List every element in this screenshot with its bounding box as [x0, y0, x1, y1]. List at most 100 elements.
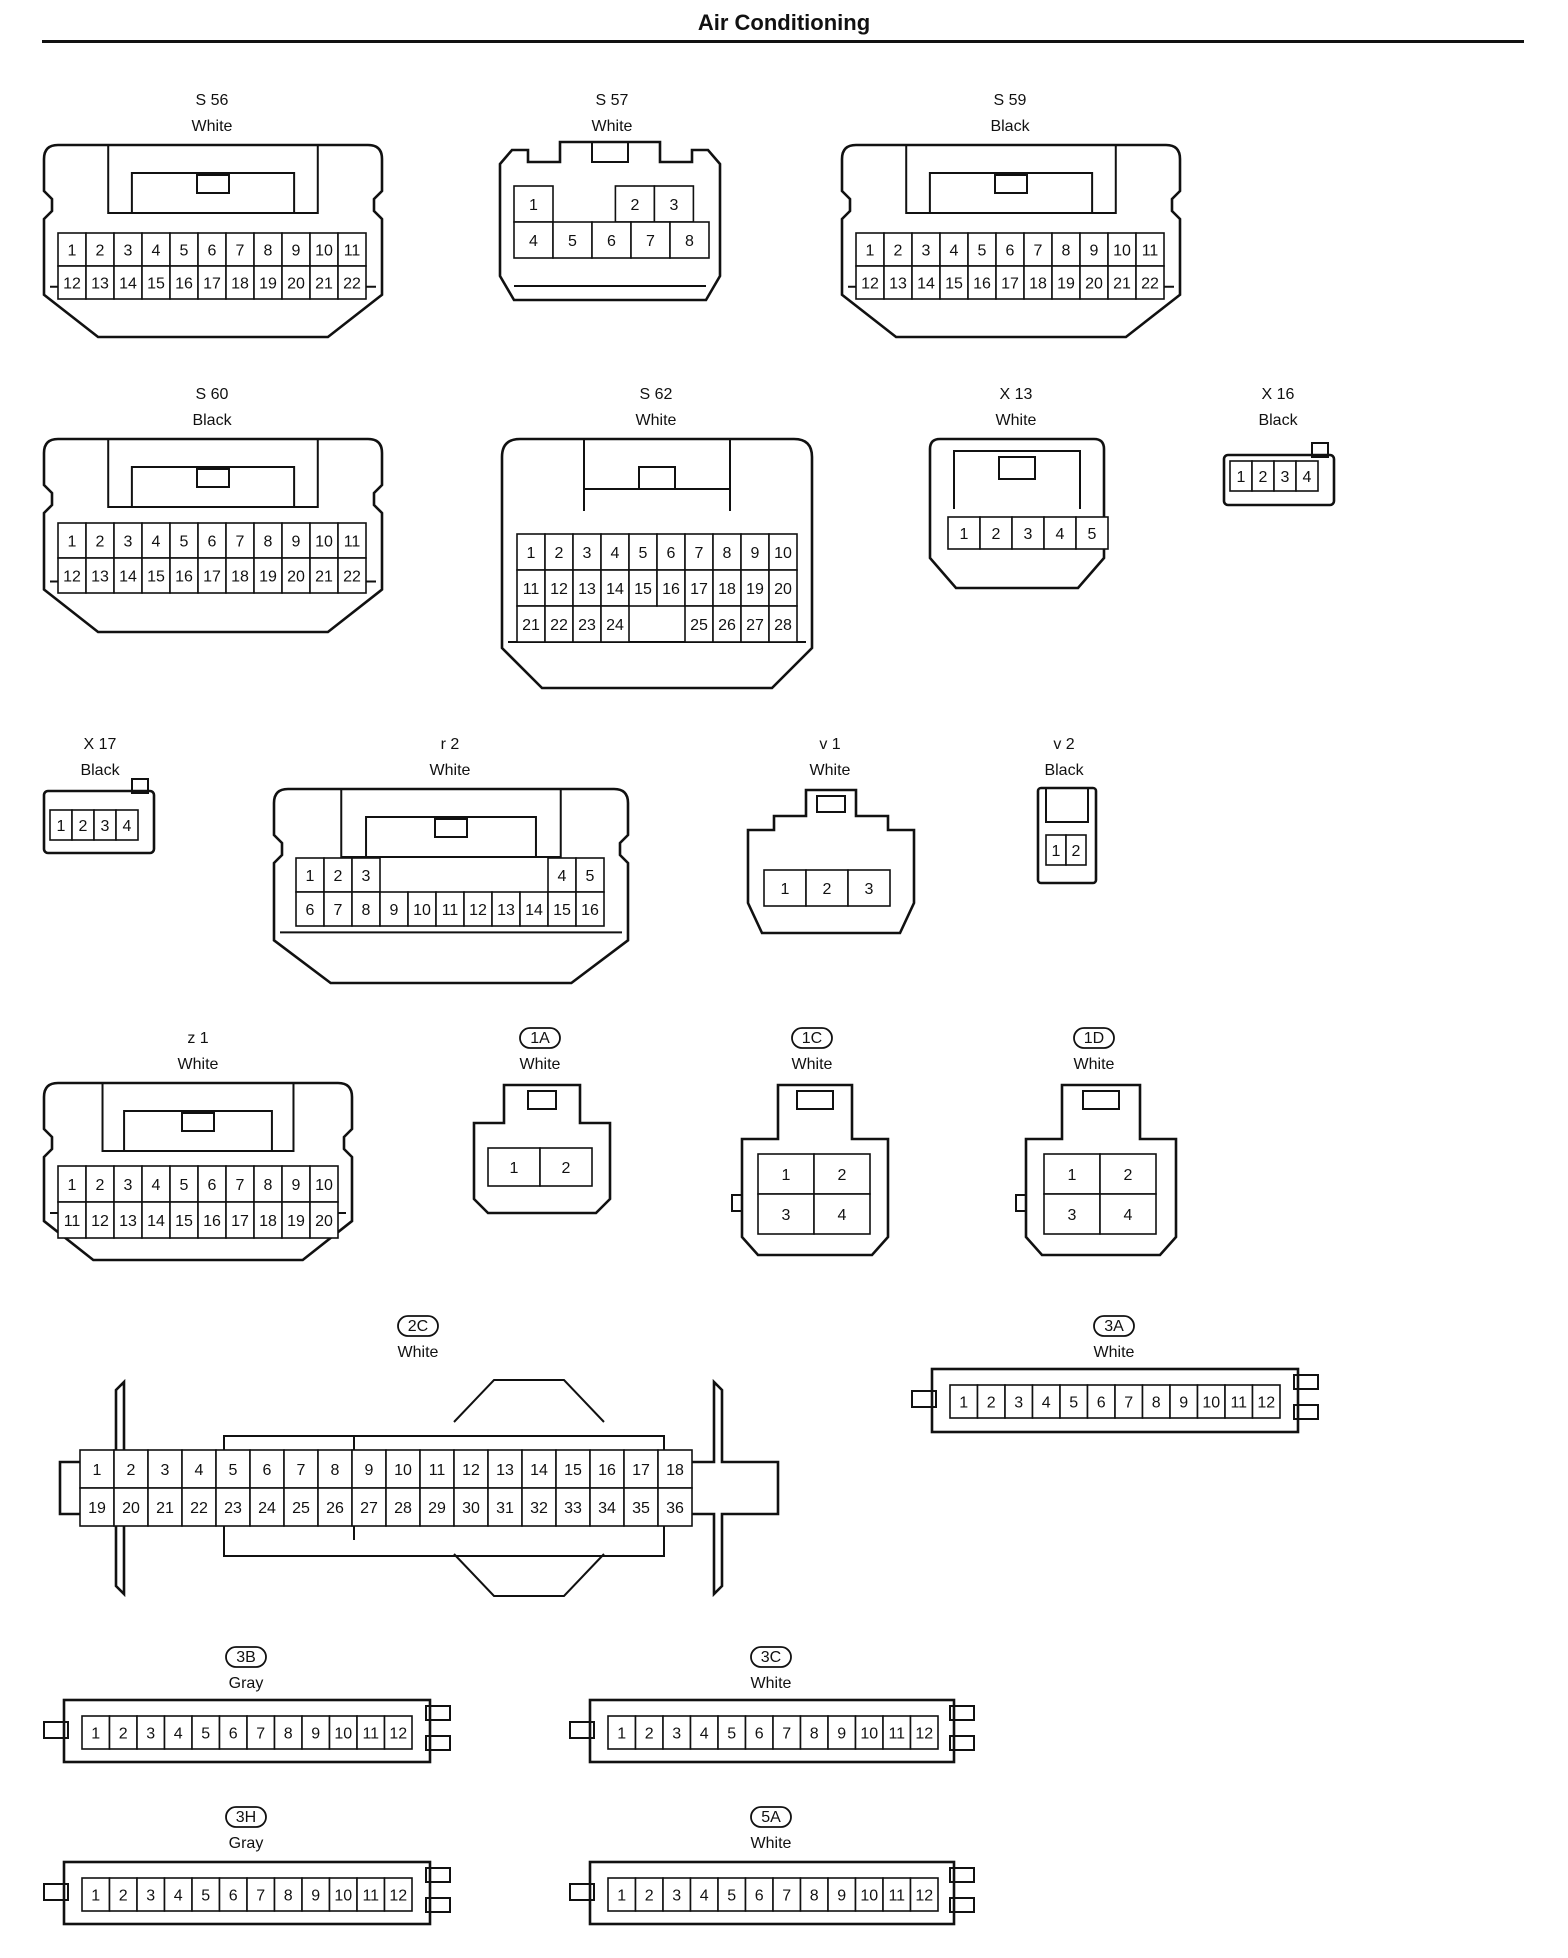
- pin-cell: [847, 869, 891, 907]
- housing-lock-tab: [130, 466, 296, 507]
- pin-cell: [85, 265, 115, 300]
- pin-number: 10: [1113, 243, 1131, 260]
- pin-cell: [684, 569, 714, 607]
- pin-cell: [113, 232, 143, 267]
- pin-number: 6: [263, 1462, 272, 1479]
- pin-number: 4: [529, 233, 538, 250]
- pin-number: 5: [568, 233, 577, 250]
- pin-cell: [273, 1877, 303, 1912]
- pin-number: 15: [553, 902, 571, 919]
- connector-id: X 17: [84, 736, 117, 753]
- pin-number: 15: [175, 1213, 193, 1230]
- pin-cell: [1114, 1384, 1144, 1419]
- pin-number: 19: [88, 1500, 106, 1517]
- pin-number: 10: [774, 545, 792, 562]
- connector-id-badge: [519, 1027, 561, 1049]
- pin-number: 15: [634, 581, 652, 598]
- pin-number: 16: [662, 581, 680, 598]
- pin-cell: [653, 185, 695, 223]
- housing-lock-catch: [131, 778, 149, 794]
- pin-number: 1: [1052, 843, 1061, 860]
- pin-number: 7: [1034, 243, 1043, 260]
- connector-color: White: [398, 1344, 439, 1361]
- pin-number: 9: [365, 1462, 374, 1479]
- pin-cell: [1051, 265, 1081, 300]
- pin-number: 32: [530, 1500, 548, 1517]
- connector-color: White: [520, 1056, 561, 1073]
- pin-cell: [328, 1877, 358, 1912]
- connector-color: Black: [990, 118, 1030, 135]
- pin-cell: [419, 1487, 455, 1527]
- pin-number: 1: [1068, 1167, 1077, 1184]
- pin-number: 16: [973, 276, 991, 293]
- pin-number: 2: [823, 881, 832, 898]
- pin-cell: [572, 569, 602, 607]
- pin-cell: [712, 569, 742, 607]
- pin-cell: [435, 891, 465, 927]
- pin-cell: [136, 1715, 166, 1750]
- pin-cell: [113, 1487, 149, 1527]
- pin-number: 8: [810, 1726, 819, 1743]
- pin-cell: [163, 1877, 193, 1912]
- pin-number: 12: [63, 569, 81, 586]
- pin-number: 7: [1124, 1395, 1133, 1412]
- pin-number: 18: [1029, 276, 1047, 293]
- pin-cell: [309, 1201, 339, 1239]
- pin-number: 21: [522, 617, 540, 634]
- pin-number: 12: [550, 581, 568, 598]
- pin-number: 8: [331, 1462, 340, 1479]
- pin-number: 8: [284, 1888, 293, 1905]
- pin-number: 6: [667, 545, 676, 562]
- pin-number: 19: [259, 569, 277, 586]
- pin-cell: [684, 605, 714, 643]
- pin-number: 4: [174, 1726, 183, 1743]
- pin-number: 2: [119, 1888, 128, 1905]
- pin-number: 6: [306, 902, 315, 919]
- connector-housing: [272, 787, 630, 985]
- housing-end-tab-left: [43, 1721, 69, 1739]
- pin-number: 5: [1088, 526, 1097, 543]
- pin-number: 9: [390, 902, 399, 919]
- pin-number: 2: [992, 526, 1001, 543]
- connector-id: 3C: [761, 1649, 781, 1666]
- pin-number: 14: [525, 902, 543, 919]
- pin-number: 4: [1303, 469, 1312, 486]
- pin-number: 8: [1152, 1395, 1161, 1412]
- pin-number: 4: [1124, 1207, 1133, 1224]
- pin-cell: [283, 1487, 319, 1527]
- pin-cell: [328, 1715, 358, 1750]
- pin-number: 1: [617, 1888, 626, 1905]
- pin-number: 3: [124, 534, 133, 551]
- pin-number: 20: [122, 1500, 140, 1517]
- pin-number: 17: [690, 581, 708, 598]
- housing-lock-catch: [994, 174, 1028, 194]
- pin-cell: [1043, 516, 1077, 550]
- pin-number: 27: [746, 617, 764, 634]
- pin-cell: [656, 533, 686, 571]
- pin-number: 7: [646, 233, 655, 250]
- pin-number: 35: [632, 1500, 650, 1517]
- pin-number: 4: [123, 818, 132, 835]
- pin-number: 8: [1062, 243, 1071, 260]
- pin-number: 1: [1237, 469, 1246, 486]
- connector-id-badge: [225, 1806, 267, 1828]
- connector-housing: [746, 788, 916, 935]
- pin-cell: [630, 221, 671, 259]
- pin-cell: [1051, 232, 1081, 267]
- pin-number: 4: [195, 1462, 204, 1479]
- pin-number: 4: [152, 1177, 161, 1194]
- pin-number: 15: [564, 1462, 582, 1479]
- pin-cell: [607, 1877, 637, 1912]
- pin-cell: [85, 522, 115, 559]
- connector-id: 1A: [530, 1030, 550, 1047]
- connector-id: S 59: [994, 92, 1027, 109]
- connector-color: White: [1094, 1344, 1135, 1361]
- pin-cell: [249, 1449, 285, 1489]
- pin-number: 12: [462, 1462, 480, 1479]
- connector-id: X 16: [1262, 386, 1295, 403]
- pin-number: 7: [782, 1888, 791, 1905]
